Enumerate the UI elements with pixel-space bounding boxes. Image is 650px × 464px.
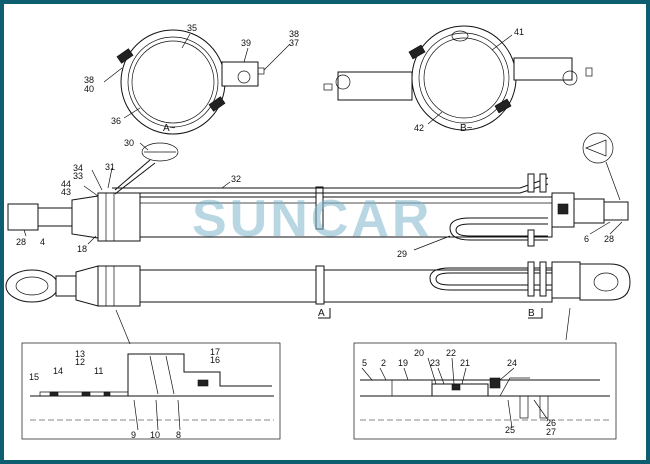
label-34: 34	[73, 163, 83, 173]
label-9: 9	[131, 430, 136, 440]
label-25: 25	[505, 425, 515, 435]
label-38-left: 38	[84, 75, 94, 85]
label-6: 6	[584, 234, 589, 244]
label-36: 36	[111, 116, 121, 126]
label-39: 39	[241, 38, 251, 48]
label-32: 32	[231, 174, 241, 184]
label-42: 42	[414, 123, 424, 133]
label-18: 18	[77, 244, 87, 254]
label-5: 5	[362, 358, 367, 368]
section-view-a	[103, 29, 291, 135]
label-14: 14	[53, 366, 63, 376]
label-37: 37	[289, 38, 299, 48]
label-24: 24	[507, 358, 517, 368]
label-13: 13	[75, 349, 85, 359]
view-b-title: B~	[460, 123, 473, 134]
label-2: 2	[381, 358, 386, 368]
label-44: 44	[61, 179, 71, 189]
label-15: 15	[29, 372, 39, 382]
label-29: 29	[397, 249, 407, 259]
part-number-labels: 35 39 38 37 38 40 36 A~ 41 42 B~ 30 34 3…	[16, 23, 614, 440]
label-38-top: 38	[289, 29, 299, 39]
label-16: 16	[210, 355, 220, 365]
detail-left	[21, 342, 281, 440]
label-17: 17	[210, 347, 220, 357]
label-21: 21	[460, 358, 470, 368]
detail-right	[353, 342, 617, 440]
label-40: 40	[84, 84, 94, 94]
section-arrow-b: B	[528, 308, 535, 319]
label-43: 43	[61, 187, 71, 197]
label-33: 33	[73, 171, 83, 181]
label-31: 31	[105, 162, 115, 172]
label-10: 10	[150, 430, 160, 440]
upper-cylinder: SUNCAR	[7, 132, 629, 251]
label-4: 4	[40, 237, 45, 247]
label-27: 27	[546, 427, 556, 437]
label-20: 20	[414, 348, 424, 358]
label-26: 26	[546, 418, 556, 428]
label-30: 30	[124, 138, 134, 148]
label-23: 23	[430, 358, 440, 368]
label-19: 19	[398, 358, 408, 368]
label-35: 35	[187, 23, 197, 33]
watermark-text: SUNCAR	[192, 190, 432, 248]
lower-cylinder	[5, 261, 631, 345]
section-arrow-a: A	[318, 308, 325, 319]
section-view-b	[323, 25, 593, 131]
label-28-left: 28	[16, 237, 26, 247]
label-28-right: 28	[604, 234, 614, 244]
view-a-title: A~	[163, 123, 176, 134]
label-41: 41	[514, 27, 524, 37]
label-8: 8	[176, 430, 181, 440]
label-11: 11	[94, 366, 103, 376]
label-22: 22	[446, 348, 456, 358]
label-12: 12	[75, 357, 85, 367]
